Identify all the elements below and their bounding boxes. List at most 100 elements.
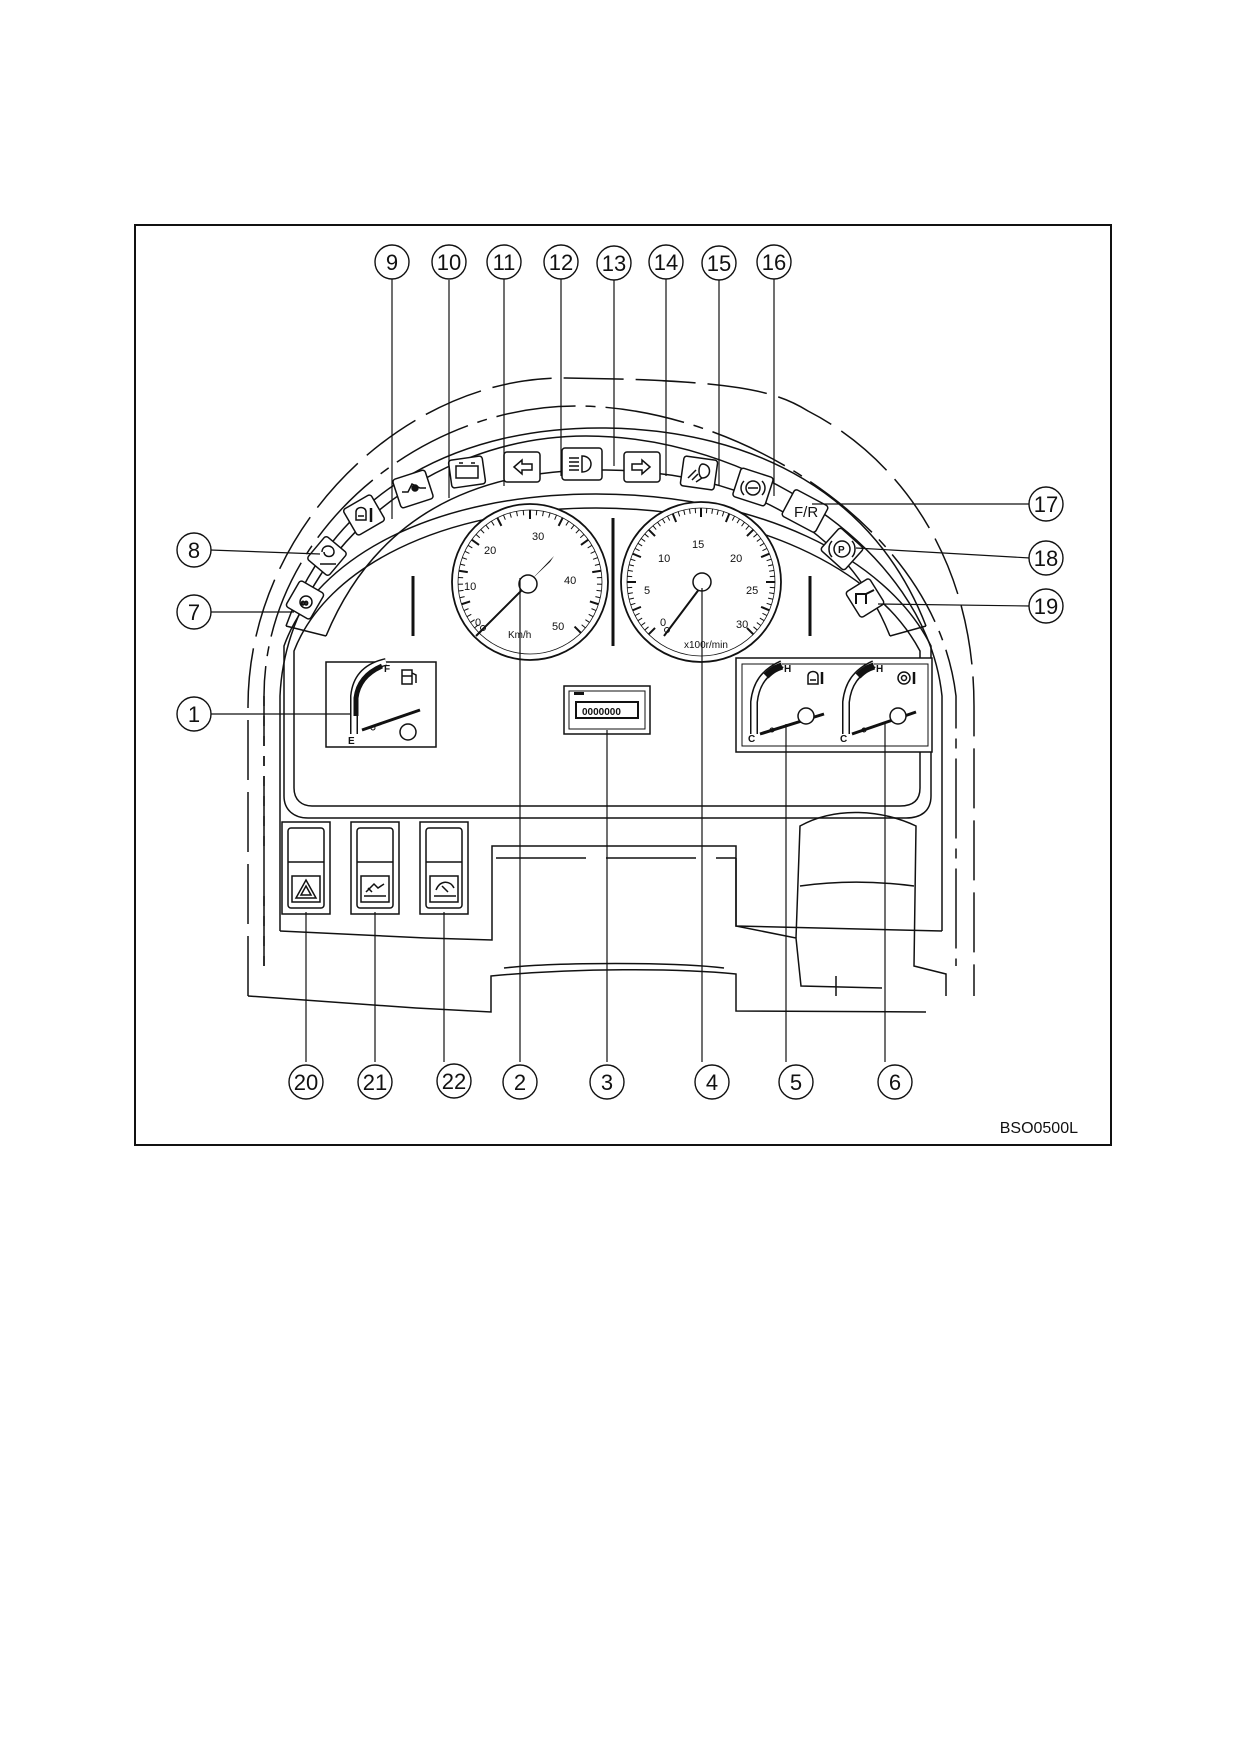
engine-preheat-icon xyxy=(320,545,336,565)
switch-22[interactable] xyxy=(419,821,469,915)
callout-2: 2 xyxy=(502,1064,538,1100)
gauge-tick xyxy=(756,622,762,626)
gauge-tick xyxy=(640,538,646,542)
gauge-tick xyxy=(575,529,580,534)
gauge-tick xyxy=(480,529,485,534)
gauge-tick xyxy=(581,624,586,629)
dashboard-housing xyxy=(247,377,975,1013)
gauge-tick xyxy=(731,515,736,521)
gauge-tick xyxy=(741,521,745,527)
lamp-10 xyxy=(392,469,434,509)
gauge-tick xyxy=(458,589,464,592)
gauge-tick xyxy=(746,528,755,537)
gauge-tick xyxy=(666,515,671,521)
svg-text:12: 12 xyxy=(549,250,573,275)
callout-16: 16 xyxy=(756,244,792,280)
fuel-pump-icon xyxy=(401,669,417,685)
left-turn-signal-icon xyxy=(512,458,533,476)
gauge-tick xyxy=(628,564,635,567)
gauge-tick xyxy=(766,558,772,562)
speedometer-label-10: 10 xyxy=(464,581,476,593)
gauge-tick xyxy=(736,518,741,524)
callout-20: 20 xyxy=(288,1064,324,1100)
gauge-tick xyxy=(595,596,601,599)
parking-brake-label: P xyxy=(838,545,845,556)
switch-21[interactable] xyxy=(350,821,400,915)
gauge-tick xyxy=(657,521,661,527)
callout-9: 9 xyxy=(374,244,410,280)
callout-19: 19 xyxy=(1028,588,1064,624)
lamp-19 xyxy=(845,578,885,618)
gauge-tick xyxy=(724,513,731,523)
gauge-tick xyxy=(716,509,719,516)
gauge-tick xyxy=(542,511,544,517)
tachometer-label-25: 25 xyxy=(746,585,758,597)
switch-20[interactable] xyxy=(281,821,331,915)
callout-1: 1 xyxy=(176,696,212,732)
gauge-tick xyxy=(683,509,686,516)
tachometer-label-0: 0 xyxy=(660,617,666,629)
gauge-tick xyxy=(596,589,602,592)
cluster-separators xyxy=(411,518,812,646)
gauge-tick xyxy=(661,518,666,524)
speedometer: 0 10 20 30 40 50 Km/h xyxy=(451,503,609,661)
battery-charge-icon xyxy=(455,462,479,479)
gauge-tick xyxy=(516,511,518,517)
gauge-tick xyxy=(548,512,551,518)
svg-text:17: 17 xyxy=(1034,492,1058,517)
gauge-tick xyxy=(590,550,596,554)
gauge-tick xyxy=(570,524,575,530)
gauge-tick xyxy=(475,534,481,539)
gauge-tick xyxy=(627,569,633,572)
glow-plug-icon: ∞ xyxy=(301,598,308,609)
front-work-lamp-switch-icon xyxy=(364,882,386,897)
gauge-tick xyxy=(467,544,473,549)
fuel-gauge: F E xyxy=(325,658,437,748)
transmission-gauge-cold-label: C xyxy=(840,734,847,745)
gauge-tick xyxy=(766,602,772,606)
svg-text:7: 7 xyxy=(188,600,200,625)
gauge-tick xyxy=(632,605,642,612)
svg-text:10: 10 xyxy=(437,250,461,275)
gauge-tick xyxy=(647,627,656,636)
callout-14: 14 xyxy=(648,244,684,280)
callout-3: 3 xyxy=(589,1064,625,1100)
tachometer: 0 5 10 15 20 25 30 x100r/min xyxy=(620,501,782,663)
gauge-tick xyxy=(634,547,640,552)
callout-15: 15 xyxy=(701,245,737,281)
svg-text:6: 6 xyxy=(889,1070,901,1095)
lamp-8 xyxy=(307,535,347,577)
coolant-temperature-gauge: H C xyxy=(748,660,825,745)
speedometer-label-40: 40 xyxy=(564,575,576,587)
speedometer-label-30: 30 xyxy=(532,531,544,543)
gauge-tick xyxy=(459,596,465,599)
gauge-tick xyxy=(630,602,636,606)
tachometer-unit: x100r/min xyxy=(684,640,728,651)
gauge-tick xyxy=(464,550,470,554)
gauge-tick xyxy=(592,569,602,574)
svg-text:22: 22 xyxy=(442,1069,466,1094)
callout-8: 8 xyxy=(176,532,212,568)
gauge-tick xyxy=(509,512,512,518)
svg-text:3: 3 xyxy=(601,1070,613,1095)
lamp-9 xyxy=(342,494,386,536)
gauge-tick xyxy=(630,558,636,562)
instrument-panel-figure: 0 10 20 30 40 50 Km/h 0 5 10 15 20 25 30… xyxy=(134,224,1112,1146)
gauge-tick xyxy=(760,605,770,612)
lamp-17: F/R xyxy=(781,489,829,533)
lamp-18: P xyxy=(820,527,864,571)
gauge-tick xyxy=(634,612,640,617)
gauge-tick xyxy=(632,552,642,559)
gauge-tick xyxy=(769,592,775,595)
tachometer-label-30: 30 xyxy=(736,619,748,631)
gauge-tick xyxy=(753,533,758,538)
callout-21: 21 xyxy=(357,1064,393,1100)
svg-text:9: 9 xyxy=(386,250,398,275)
svg-text:11: 11 xyxy=(493,250,516,275)
gauge-tick xyxy=(644,533,649,538)
svg-text:5: 5 xyxy=(790,1070,802,1095)
lamp-16 xyxy=(732,467,774,507)
coolant-thermometer-icon xyxy=(807,670,824,685)
speedometer-label-0: 0 xyxy=(475,617,481,629)
transmission-gauge-hot-label: H xyxy=(876,664,883,675)
